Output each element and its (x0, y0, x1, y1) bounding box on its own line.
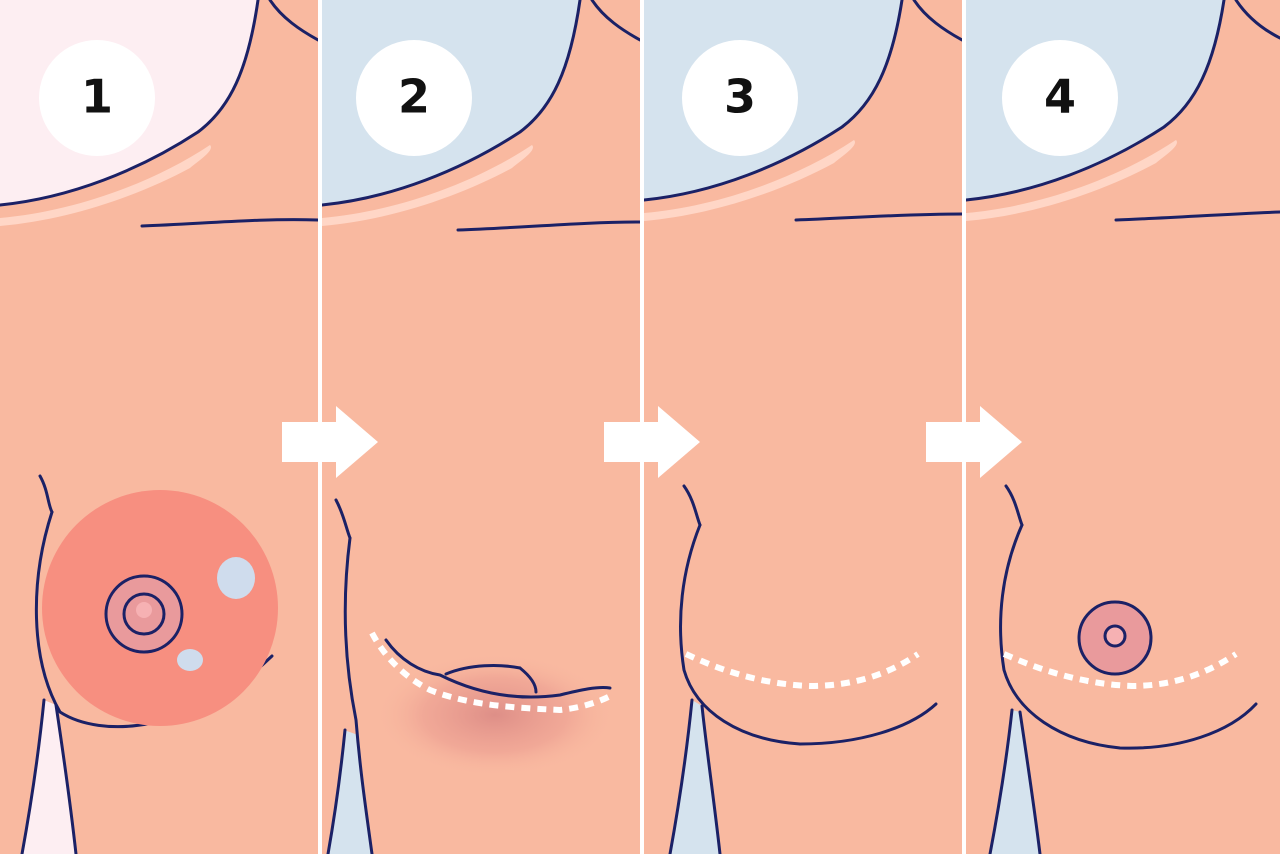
panel-1-side-gap (22, 700, 76, 854)
panel-3-torso (644, 0, 962, 854)
panel-3-side-gap (670, 700, 720, 854)
panel-4-step-badge (1002, 40, 1118, 156)
arrow-right-icon (282, 406, 378, 478)
panel-2-step-number: 2 (398, 70, 430, 124)
panel-3-step-badge (682, 40, 798, 156)
panel-1-step-badge (39, 40, 155, 156)
panel-4: 4 (966, 0, 1280, 854)
panel-4-outlines (966, 0, 1280, 854)
panel-2-shoulder-highlight (322, 145, 533, 226)
panel-2-step-badge (356, 40, 472, 156)
panel-4-torso (966, 0, 1280, 854)
panel-1-lump-large (217, 557, 255, 599)
panel-2-incision-line (369, 631, 616, 714)
panel-2-outlines (322, 0, 640, 854)
panel-1-shoulder-highlight (0, 145, 211, 226)
panel-4-step-number: 4 (1044, 70, 1076, 124)
arrow-right-icon (926, 406, 1022, 478)
panel-3-scar-line (684, 651, 920, 690)
panel-4-scar-line (1002, 651, 1238, 690)
panel-1-nipple (136, 602, 152, 618)
panel-3-shoulder-highlight (644, 140, 855, 221)
panel-3-outlines (644, 0, 962, 854)
panel-3-step-number: 3 (724, 70, 756, 124)
panel-4-shoulder-highlight (966, 140, 1177, 221)
panel-2-torso (322, 0, 640, 854)
panel-4-nipple (1103, 624, 1127, 648)
panel-1-inner-ring (122, 592, 166, 636)
panel-2: 2 (322, 0, 640, 854)
panel-3: 3 (644, 0, 962, 854)
panel-1: 1 (0, 0, 318, 854)
panel-1-step-number: 1 (81, 70, 113, 124)
arrow-right-icon (604, 406, 700, 478)
panel-1-lump-small (177, 649, 203, 671)
panel-4-side-gap (990, 710, 1040, 854)
panel-2-bruise (375, 653, 615, 777)
